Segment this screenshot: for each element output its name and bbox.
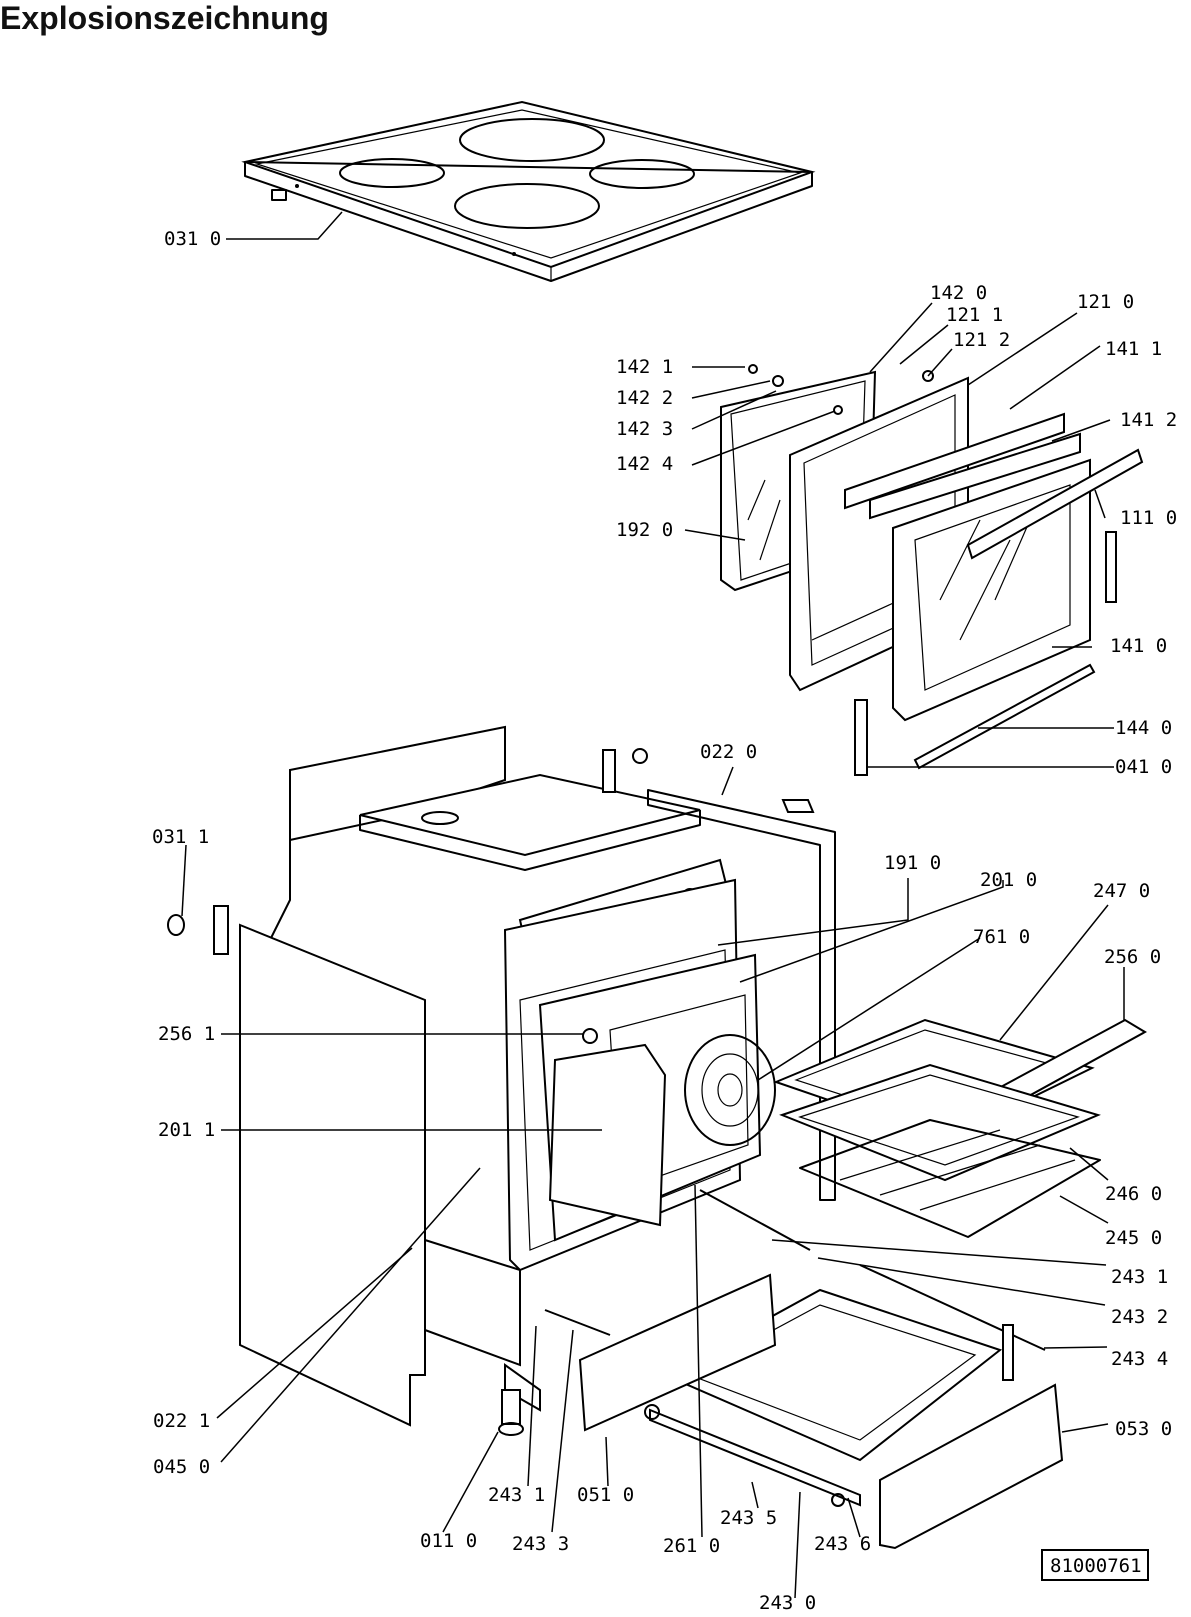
part-label-245-0: 245 0 [1105, 1227, 1162, 1249]
trays-and-racks [544, 1018, 1148, 1550]
part-label-121-2: 121 2 [953, 329, 1010, 351]
reference-number: 81000761 [1050, 1555, 1142, 1577]
part-label-141-1: 141 1 [1105, 338, 1162, 360]
part-label-053-0: 053 0 [1115, 1418, 1172, 1440]
part-label-031-1: 031 1 [152, 826, 209, 848]
leader-lines [181, 211, 1125, 1599]
part-label-022-0: 022 0 [700, 741, 757, 763]
part-label-111-0: 111 0 [1120, 507, 1177, 529]
part-label-246-0: 246 0 [1105, 1183, 1162, 1205]
part-label-243-1-bottom: 243 1 [488, 1484, 545, 1506]
part-label-121-0: 121 0 [1077, 291, 1134, 313]
part-label-141-0: 141 0 [1110, 635, 1167, 657]
part-label-761-0: 761 0 [973, 926, 1030, 948]
part-label-142-2: 142 2 [616, 387, 673, 409]
part-label-243-2: 243 2 [1111, 1306, 1168, 1328]
part-label-261-0: 261 0 [663, 1535, 720, 1557]
part-label-243-5: 243 5 [720, 1507, 777, 1529]
reference-number-box: 81000761 [1041, 1549, 1149, 1581]
part-label-011-0: 011 0 [420, 1530, 477, 1552]
part-label-142-4: 142 4 [616, 453, 673, 475]
part-label-256-0: 256 0 [1104, 946, 1161, 968]
part-label-041-0: 041 0 [1115, 756, 1172, 778]
part-label-201-1: 201 1 [158, 1119, 215, 1141]
part-label-243-1-right: 243 1 [1111, 1266, 1168, 1288]
part-label-051-0: 051 0 [577, 1484, 634, 1506]
part-label-144-0: 144 0 [1115, 717, 1172, 739]
part-label-031-0: 031 0 [164, 228, 221, 250]
door-assembly [720, 364, 1144, 776]
part-label-142-3: 142 3 [616, 418, 673, 440]
part-label-141-2: 141 2 [1120, 409, 1177, 431]
oven-body [167, 725, 836, 1436]
part-label-243-6: 243 6 [814, 1533, 871, 1555]
part-label-142-0: 142 0 [930, 282, 987, 304]
part-label-243-0: 243 0 [759, 1592, 816, 1614]
part-label-121-1: 121 1 [946, 304, 1003, 326]
part-label-142-1: 142 1 [616, 356, 673, 378]
cooktop-part [241, 100, 816, 282]
part-label-243-4: 243 4 [1111, 1348, 1168, 1370]
part-labels: 031 0 142 0 121 1 121 2 121 0 142 1 142 … [152, 228, 1177, 1614]
part-label-045-0: 045 0 [153, 1456, 210, 1478]
part-label-256-1: 256 1 [158, 1023, 215, 1045]
part-label-247-0: 247 0 [1093, 880, 1150, 902]
part-label-191-0: 191 0 [884, 852, 941, 874]
part-label-022-1: 022 1 [153, 1410, 210, 1432]
part-label-243-3: 243 3 [512, 1533, 569, 1555]
part-label-192-0: 192 0 [616, 519, 673, 541]
part-label-201-0: 201 0 [980, 869, 1037, 891]
page-title: Explosionszeichnung [0, 0, 329, 36]
